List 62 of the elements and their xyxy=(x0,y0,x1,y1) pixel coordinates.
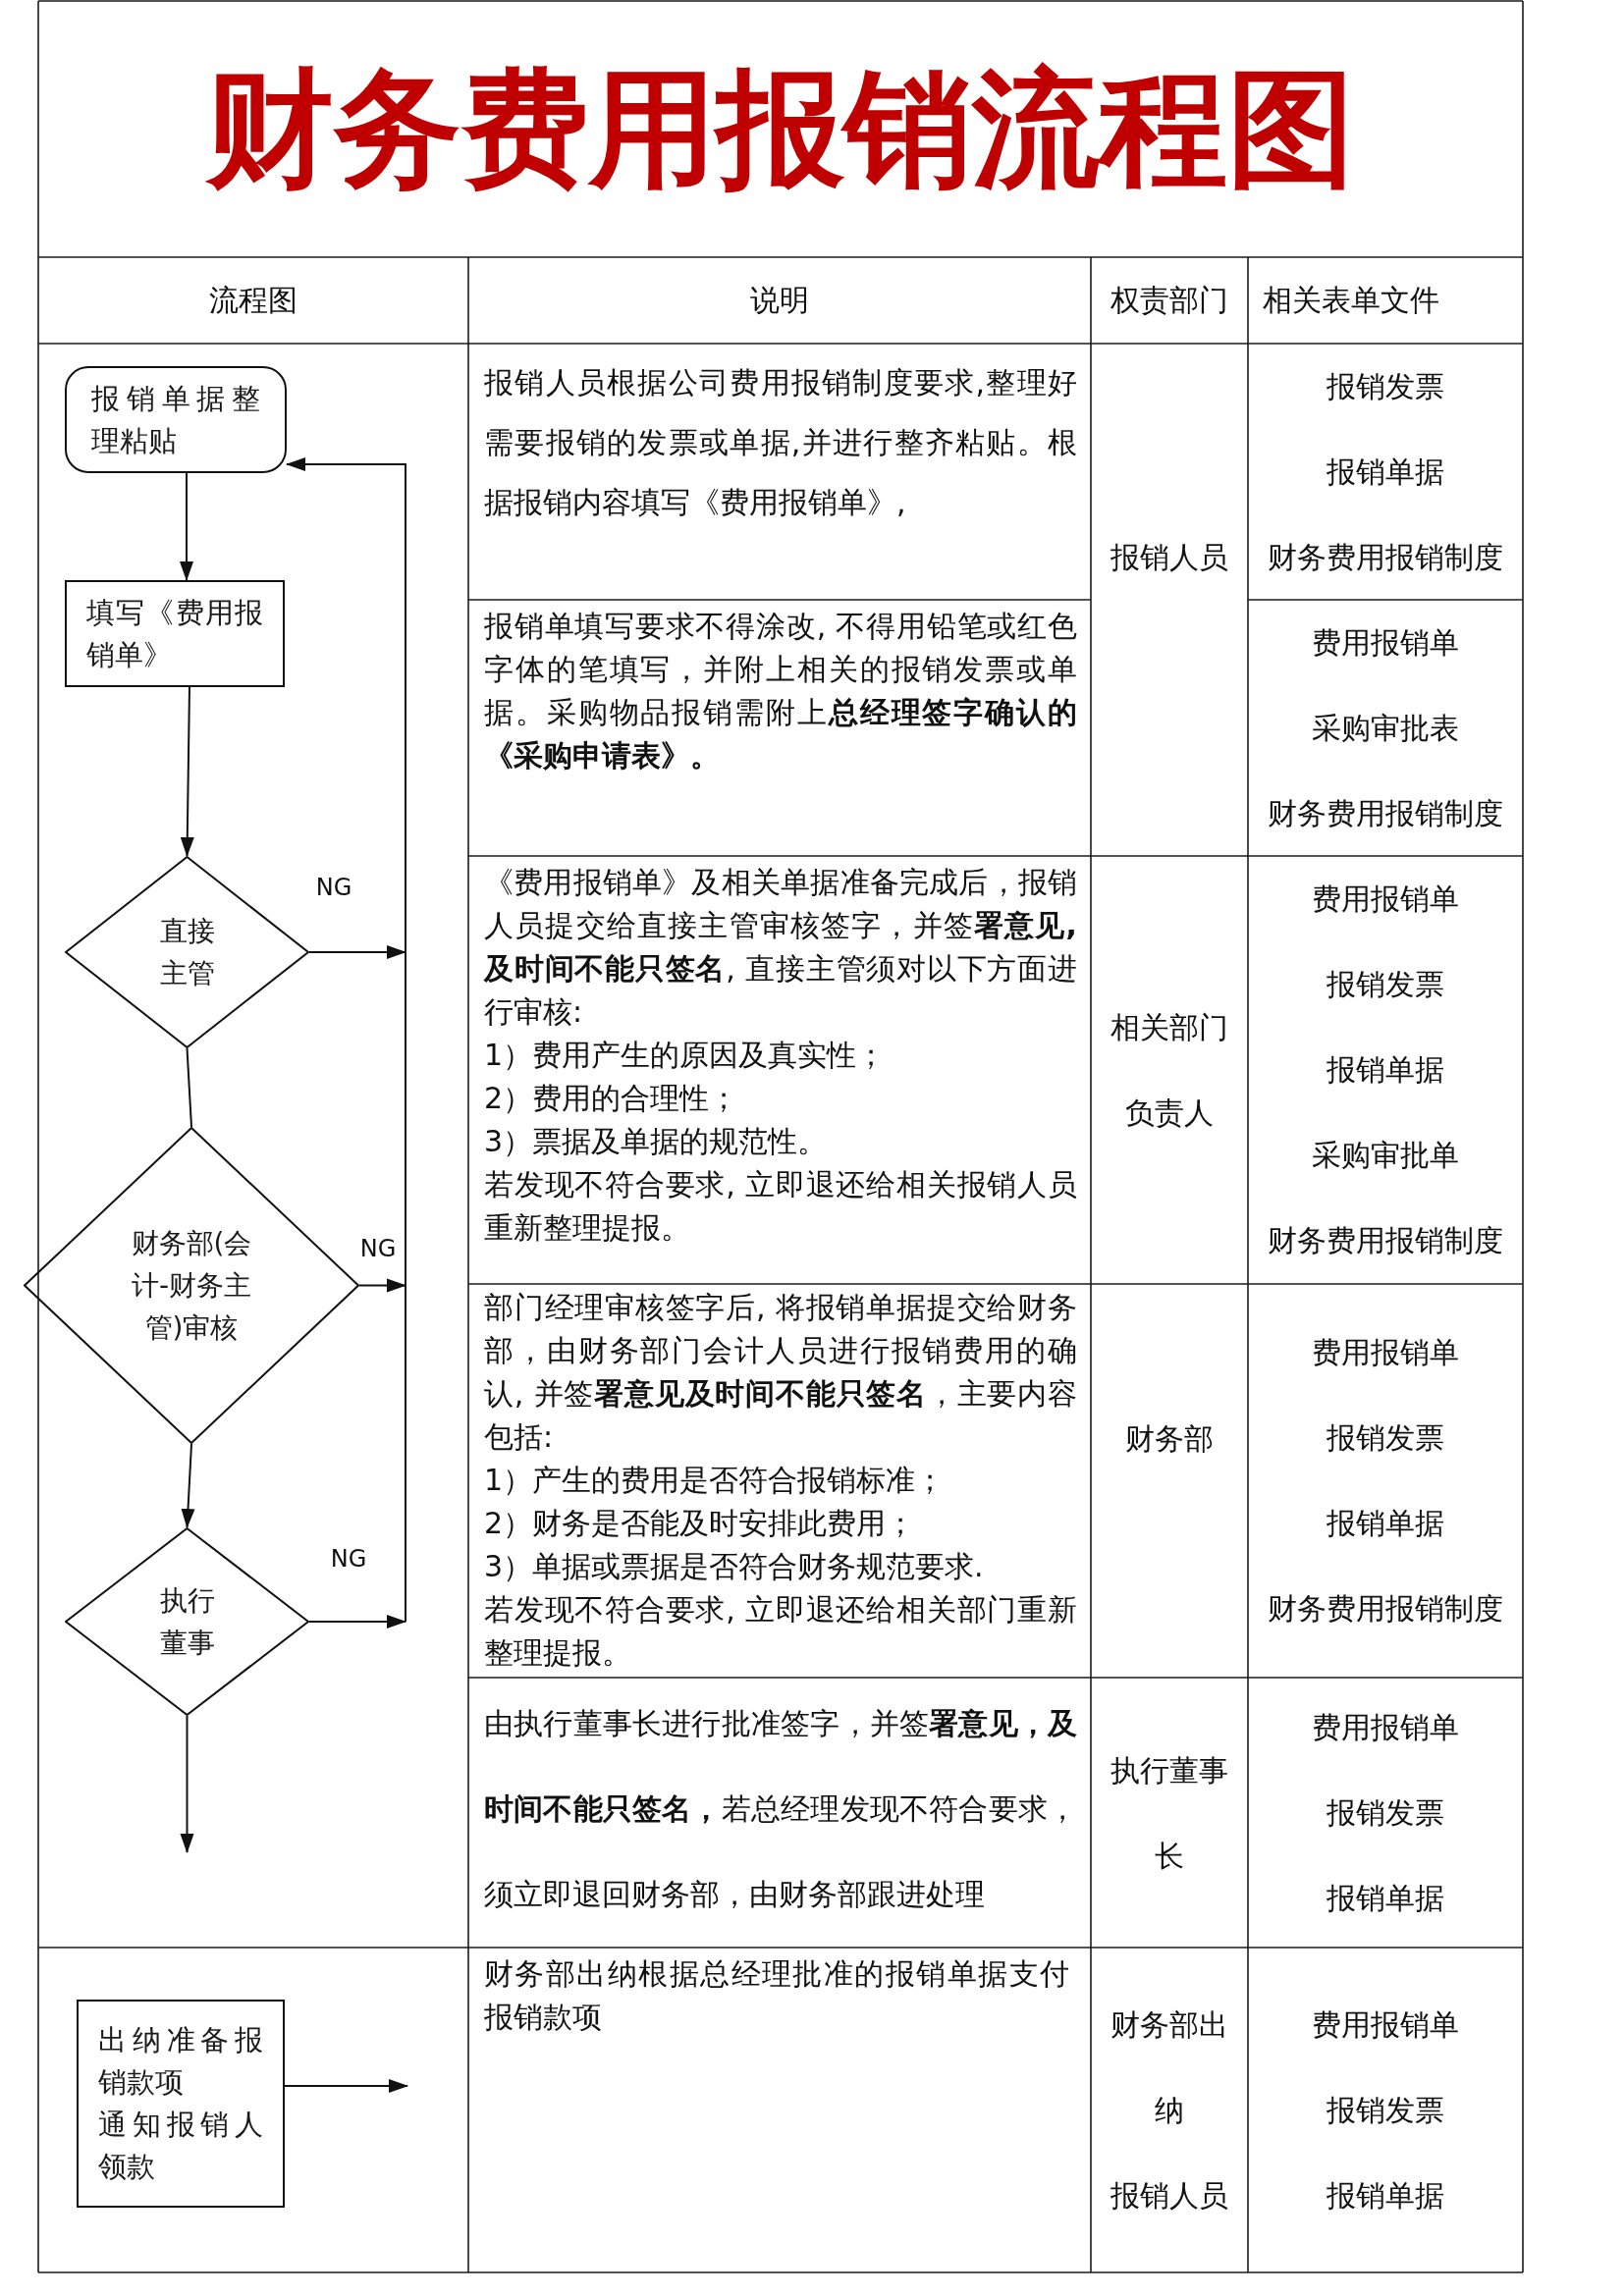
department-name: 相关部门负责人 xyxy=(1110,1009,1229,1132)
document-name: 报销发票 xyxy=(1326,967,1444,1002)
document-name: 报销单据 xyxy=(1326,454,1444,490)
column-header: 说明 xyxy=(750,282,809,319)
description-text: 由执行董事长进行批准签字，并签署意见，及时间不能只签名，若总经理发现不符合要求，须立即退回财务部，由财务部跟进处理 xyxy=(484,1705,1077,1913)
list-item: 3）票据及单据的规范性。 xyxy=(484,1123,828,1160)
list-item: 1）费用产生的原因及真实性； xyxy=(484,1037,887,1074)
list-item: 2）财务是否能及时安排此费用； xyxy=(484,1505,916,1542)
department-name: 报销人员 xyxy=(1110,539,1228,576)
description-text: 部门经理审核签字后, 将报销单据提交给财务部，由财务部门会计人员进行报销费用的确认, 并签署意见及时间不能只签名，主要内容包括: xyxy=(484,1289,1077,1456)
document-name: 财务费用报销制度 xyxy=(1268,539,1503,575)
document-name: 报销单据 xyxy=(1326,1506,1444,1541)
arrow xyxy=(308,945,406,959)
document-name: 报销单据 xyxy=(1326,1052,1444,1088)
description-text: 报销单填写要求不得涂改, 不得用铅笔或红色字体的笔填写，并附上相关的报销发票或单据。采购物品报销需附上总经理签字确认的《采购申请表》。 xyxy=(484,608,1077,774)
document-name: 报销单据 xyxy=(1326,2177,1444,2214)
description-text: 报销人员根据公司费用报销制度要求,整理好需要报销的发票或单据,并进行整齐粘贴。根据报销内容填写《费用报销单》, xyxy=(484,364,1077,521)
department-name: 财务部 xyxy=(1125,1419,1214,1458)
document-name: 报销发票 xyxy=(1326,2092,1444,2128)
arrow xyxy=(181,1443,195,1528)
decision-diamond: 执行董事 xyxy=(65,1527,309,1716)
column-header: 权责部门 xyxy=(1110,282,1228,319)
arrow xyxy=(358,1278,406,1293)
document-name: 费用报销单 xyxy=(1312,1709,1459,1745)
decision-diamond: 直接主管 xyxy=(65,856,309,1048)
document-name: 报销发票 xyxy=(1326,368,1444,404)
description-text: 财务部出纳根据总经理批准的报销单据支付报销款项 xyxy=(484,1955,1069,2036)
description-text: 《费用报销单》及相关单据准备完成后，报销人员提交给直接主管审核签字，并签署意见,及时间不能只签名, 直接主管须对以下方面进行审核: xyxy=(484,864,1077,1031)
decision-diamond: 财务部(会计-财务主管)审核 xyxy=(24,1127,359,1444)
arrow xyxy=(180,1715,194,1853)
document-name: 费用报销单 xyxy=(1312,881,1459,917)
department-name: 财务部出纳 xyxy=(1110,2006,1229,2129)
process-box: 出纳准备报销款项 通知报销人领款 xyxy=(77,2000,285,2208)
arrow xyxy=(308,1615,406,1629)
column-header: 相关表单文件 xyxy=(1263,282,1439,319)
document-name: 财务费用报销制度 xyxy=(1268,1223,1503,1258)
document-name: 财务费用报销制度 xyxy=(1268,1591,1503,1627)
document-name: 费用报销单 xyxy=(1312,624,1459,661)
description-text: 若发现不符合要求, 立即退还给相关报销人员重新整理提报。 xyxy=(484,1166,1077,1247)
document-name: 采购审批单 xyxy=(1312,1138,1459,1173)
arrow xyxy=(180,686,194,857)
column-header: 流程图 xyxy=(209,282,298,319)
document-name: 采购审批表 xyxy=(1312,710,1459,746)
list-item: 1）产生的费用是否符合报销标准； xyxy=(484,1462,946,1499)
department-name: 报销人员 xyxy=(1110,2177,1228,2215)
rounded-process-box: 报销单据整理粘贴 xyxy=(65,366,287,473)
arrow xyxy=(284,2079,408,2093)
description-text: 若发现不符合要求, 立即退还给相关部门重新整理提报。 xyxy=(484,1591,1077,1672)
department-name: 执行董事长 xyxy=(1110,1751,1229,1875)
document-name: 费用报销单 xyxy=(1312,2006,1459,2043)
arrow xyxy=(180,472,193,581)
title: 财务费用报销流程图 xyxy=(206,59,1355,199)
document-name: 财务费用报销制度 xyxy=(1268,795,1503,831)
document-name: 报销发票 xyxy=(1326,1794,1444,1831)
list-item: 2）费用的合理性； xyxy=(484,1080,739,1117)
document-name: 费用报销单 xyxy=(1312,1335,1459,1370)
process-box: 填写《费用报销单》 xyxy=(65,580,285,687)
list-item: 3）单据或票据是否符合财务规范要求. xyxy=(484,1548,984,1585)
document-name: 报销单据 xyxy=(1326,1880,1444,1916)
arrow xyxy=(286,457,406,1623)
connector-line xyxy=(186,1047,192,1128)
document-name: 报销发票 xyxy=(1326,1420,1444,1456)
